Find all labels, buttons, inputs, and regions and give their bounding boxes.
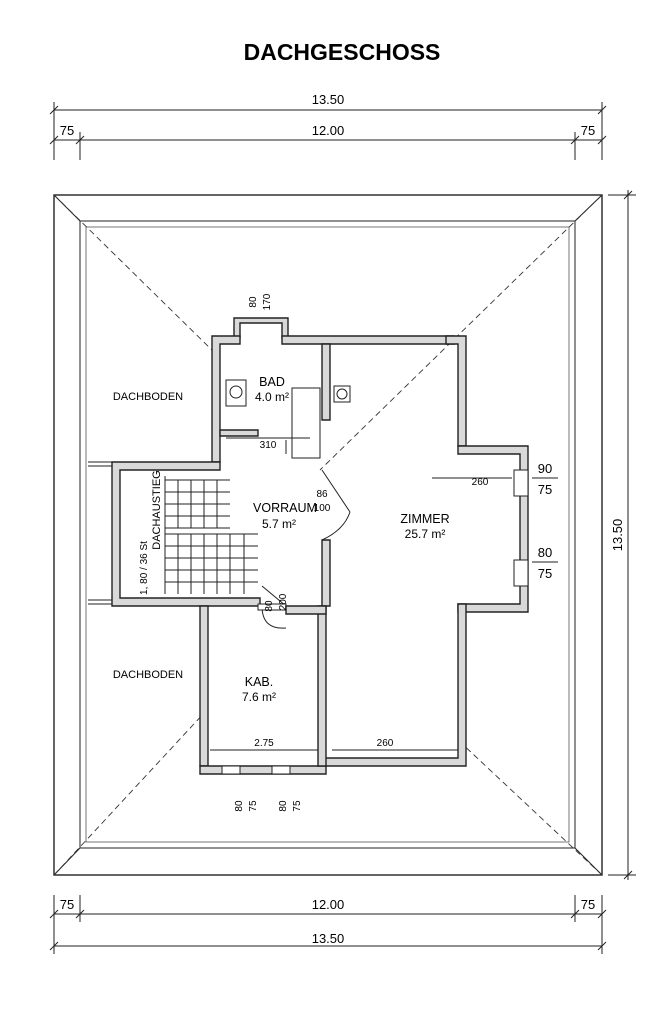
dim-top-left: 75 bbox=[60, 123, 74, 138]
right-dimension-line bbox=[608, 190, 636, 880]
dim-top-total: 13.50 bbox=[312, 92, 345, 107]
dim-chimney-h: 170 bbox=[262, 293, 273, 310]
dim-kab-window1-w: 80 bbox=[234, 800, 245, 812]
room-zimmer-name: ZIMMER bbox=[400, 512, 449, 526]
dim-window2-h: 75 bbox=[538, 566, 552, 581]
dim-vorraum-door-h: 100 bbox=[314, 503, 331, 514]
room-kab-name: KAB. bbox=[245, 675, 274, 689]
inner-dimension-lines bbox=[210, 437, 512, 751]
dim-kab-door-w: 80 bbox=[264, 600, 275, 612]
dim-kab-window1-h: 75 bbox=[248, 800, 259, 812]
dim-zimmer-inner-width: 260 bbox=[472, 477, 489, 488]
dim-bottom-total: 13.50 bbox=[312, 931, 345, 946]
stair-label: DACHAUSTIEG bbox=[151, 470, 163, 549]
page-title: DACHGESCHOSS bbox=[244, 39, 441, 65]
bottom-dimension-lines bbox=[49, 895, 607, 954]
dim-window1-w: 90 bbox=[538, 461, 552, 476]
dim-chimney-w: 80 bbox=[248, 296, 259, 308]
dim-window1-h: 75 bbox=[538, 482, 552, 497]
room-vorraum-name: VORRAUM bbox=[253, 501, 317, 515]
staircase bbox=[164, 476, 258, 594]
dim-zimmer-bottom-width: 260 bbox=[377, 738, 394, 749]
dim-kab-window2-w: 80 bbox=[278, 800, 289, 812]
dim-bottom-right: 75 bbox=[581, 897, 595, 912]
stair-note: 1, 80 / 36 St bbox=[139, 541, 150, 595]
dim-kab-width: 2.75 bbox=[254, 738, 274, 749]
dim-bottom-left: 75 bbox=[60, 897, 74, 912]
walls bbox=[111, 317, 529, 775]
dim-top-mid: 12.00 bbox=[312, 123, 345, 138]
room-bad-name: BAD bbox=[259, 375, 285, 389]
dim-top-right: 75 bbox=[581, 123, 595, 138]
windows bbox=[88, 461, 529, 775]
room-zimmer-area: 25.7 m² bbox=[405, 527, 446, 541]
doors bbox=[257, 440, 351, 629]
bath-fixtures bbox=[225, 379, 351, 459]
room-dachboden-top: DACHBODEN bbox=[113, 391, 183, 403]
dim-bottom-mid: 12.00 bbox=[312, 897, 345, 912]
room-dachboden-bottom: DACHBODEN bbox=[113, 669, 183, 681]
roof-outline bbox=[53, 194, 603, 876]
room-bad-area: 4.0 m² bbox=[255, 390, 289, 404]
room-vorraum-area: 5.7 m² bbox=[262, 517, 296, 531]
dim-vorraum-door-w: 86 bbox=[316, 489, 328, 500]
dim-bad-door: 310 bbox=[260, 440, 277, 451]
dim-kab-window2-h: 75 bbox=[292, 800, 303, 812]
dim-right-total: 13.50 bbox=[610, 519, 625, 552]
top-dimension-lines bbox=[49, 102, 607, 160]
dim-window2-w: 80 bbox=[538, 545, 552, 560]
dim-kab-door-h: 200 bbox=[278, 593, 289, 610]
room-kab-area: 7.6 m² bbox=[242, 690, 276, 704]
